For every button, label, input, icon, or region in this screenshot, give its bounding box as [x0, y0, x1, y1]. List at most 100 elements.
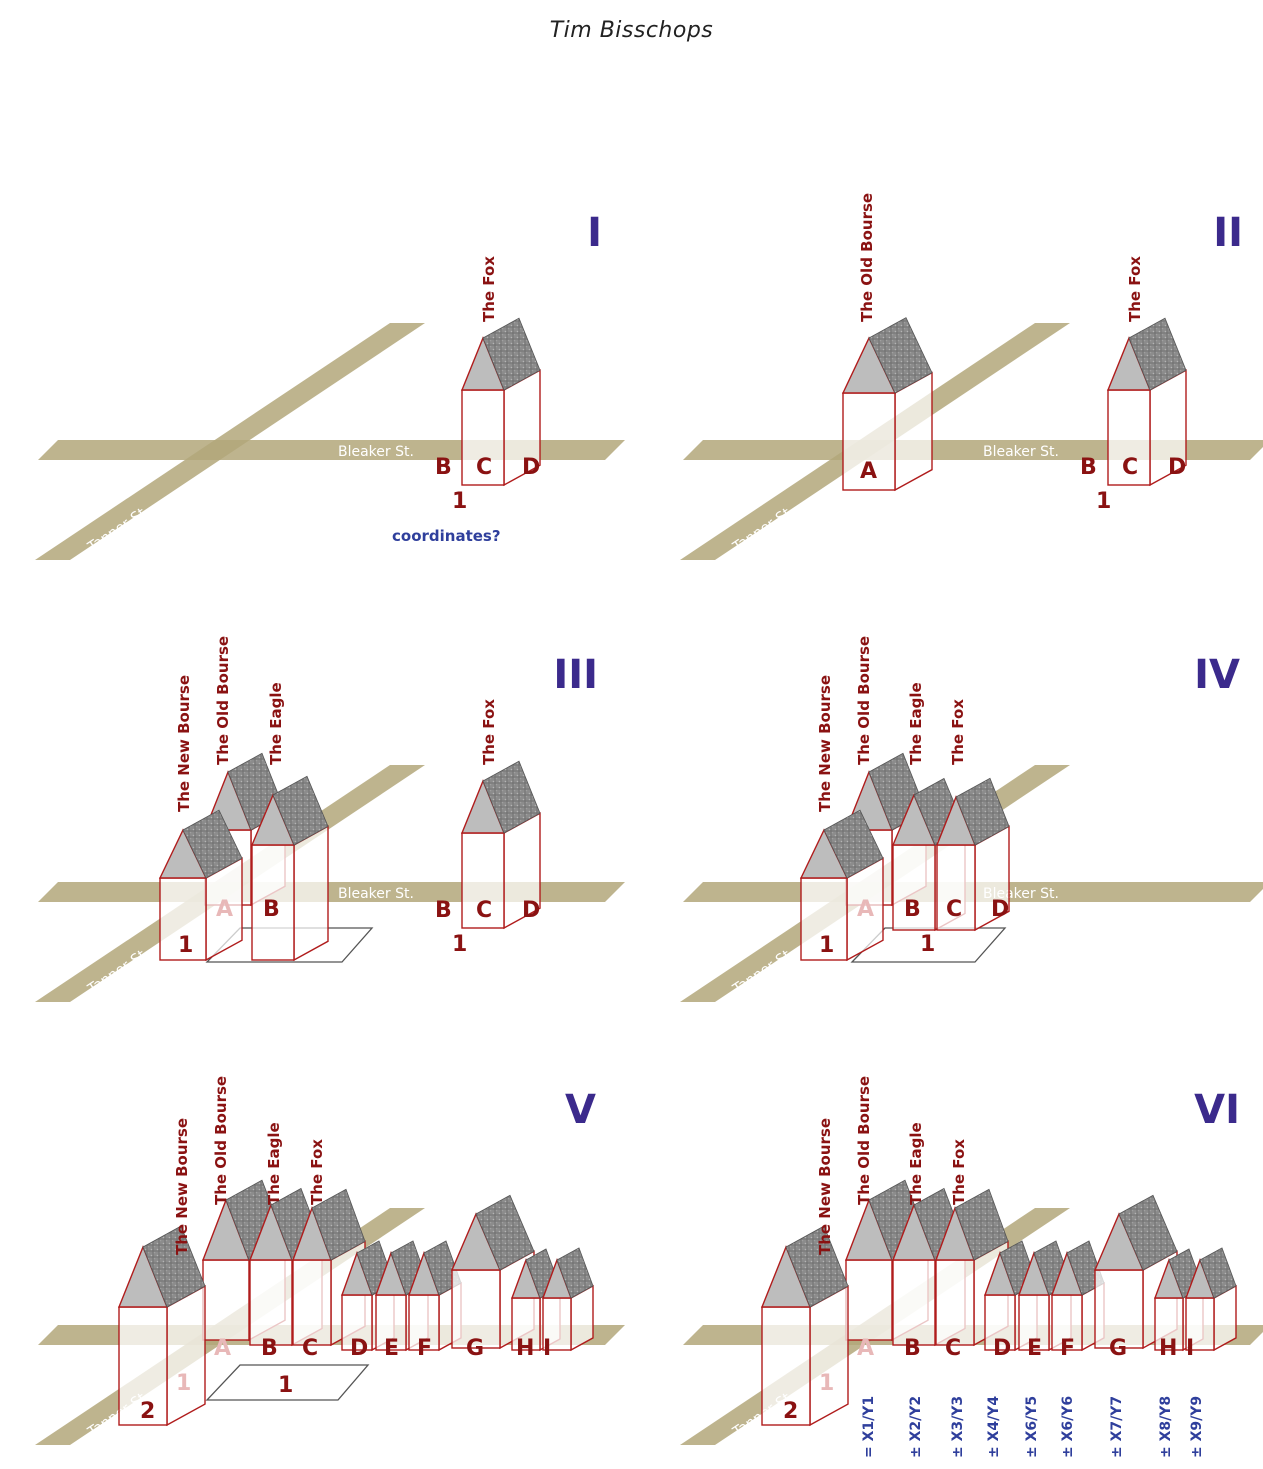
- lot-letter-g: G: [1109, 1336, 1127, 1361]
- building-the-fox: [460, 317, 541, 487]
- lot-letter-a: A: [857, 897, 874, 922]
- label-the-old-bourse: The Old Bourse: [858, 193, 876, 322]
- building-the-fox: [1106, 317, 1187, 487]
- building-the-new-bourse: [117, 1225, 206, 1427]
- panel-numeral: VI: [1194, 1087, 1240, 1133]
- label-the-old-bourse: The Old Bourse: [855, 636, 873, 765]
- building-the-new-bourse: [158, 809, 243, 962]
- side-wall: [293, 825, 329, 962]
- label-the-new-bourse: The New Bourse: [816, 675, 834, 812]
- panel-numeral: II: [1213, 210, 1243, 256]
- lot-letter-c: C: [302, 1336, 318, 1361]
- coordinates-question: coordinates?: [392, 527, 501, 545]
- panel-numeral: I: [587, 210, 602, 256]
- lot-letter-b: B: [904, 1336, 921, 1361]
- roof: [1118, 1194, 1178, 1271]
- label-the-old-bourse: The Old Bourse: [855, 1076, 873, 1205]
- lot-letter-h: H: [516, 1336, 534, 1361]
- label-the-eagle: The Eagle: [267, 682, 285, 765]
- label-the-eagle: The Eagle: [265, 1122, 283, 1205]
- label-the-old-bourse: The Old Bourse: [212, 1076, 230, 1205]
- lot-letter-i: I: [1186, 1336, 1194, 1361]
- lot-number-2: 1: [920, 932, 935, 957]
- roof: [182, 809, 243, 879]
- building-the-old-bourse: [841, 317, 933, 492]
- alley-label: alley: [383, 1386, 413, 1420]
- lot-letter-a: A: [857, 1336, 874, 1361]
- lot-letter-d: D: [993, 1336, 1011, 1361]
- building-the-new-bourse: [760, 1225, 849, 1427]
- coordinate-label-2: ± X2/Y2: [908, 1396, 924, 1458]
- front-wall: [800, 877, 848, 961]
- front-wall: [408, 1294, 440, 1351]
- lot-letter-i: I: [543, 1336, 551, 1361]
- author-heading: Tim Bisschops: [549, 18, 714, 43]
- front-wall: [159, 877, 207, 961]
- lot-letter-d: D: [522, 898, 540, 923]
- front-wall: [341, 1294, 373, 1351]
- front-wall: [1094, 1269, 1144, 1349]
- front-wall: [292, 1259, 332, 1346]
- roof: [556, 1247, 594, 1299]
- lot-number-fox: 1: [452, 932, 467, 957]
- lot-number: 1: [452, 489, 467, 514]
- lot-letter-g: G: [466, 1336, 484, 1361]
- lot-letter-f: F: [417, 1336, 432, 1361]
- label-the-eagle: The Eagle: [907, 682, 925, 765]
- lot-letter-d: D: [350, 1336, 368, 1361]
- lot-letter-c: C: [476, 898, 492, 923]
- front-wall: [542, 1297, 572, 1351]
- lot-letter-c: C: [1122, 455, 1138, 480]
- roof: [823, 809, 884, 879]
- front-wall: [251, 844, 295, 961]
- roof: [868, 317, 933, 394]
- coordinate-label-4: ± X4/Y4: [986, 1396, 1002, 1458]
- building-the-fox: [935, 777, 1010, 932]
- lot-letter-d: D: [1168, 455, 1186, 480]
- front-wall: [451, 1269, 501, 1349]
- panel-numeral: IV: [1194, 652, 1240, 698]
- panel-numeral: V: [565, 1087, 596, 1133]
- roof: [955, 777, 1010, 846]
- roof: [954, 1188, 1009, 1261]
- lot-number-2: 2: [783, 1399, 798, 1424]
- label-the-new-bourse: The New Bourse: [816, 1118, 834, 1255]
- lot-letter-b: B: [263, 897, 280, 922]
- front-wall: [461, 389, 505, 486]
- lot-letter-b: B: [904, 897, 921, 922]
- lot-number-faint: 1: [819, 1371, 834, 1396]
- roof: [272, 775, 329, 846]
- building-i: [1184, 1247, 1237, 1352]
- label-the-fox: The Fox: [950, 1139, 968, 1205]
- bleaker-street-label: Bleaker St.: [983, 444, 1059, 460]
- roof: [475, 1194, 535, 1271]
- building-i: [541, 1247, 594, 1352]
- label-the-fox: The Fox: [949, 699, 967, 765]
- front-wall: [511, 1297, 541, 1351]
- side-wall: [166, 1284, 206, 1427]
- label-the-eagle: The Eagle: [907, 1122, 925, 1205]
- panel-II: Bleaker St.Tanner St.The Old BourseAThe …: [680, 193, 1263, 560]
- lot-letter-b: B: [1080, 455, 1097, 480]
- coordinate-label-6: ± X6/Y6: [1060, 1396, 1076, 1458]
- front-wall: [892, 1259, 936, 1346]
- label-the-new-bourse: The New Bourse: [175, 675, 193, 812]
- lot-number-2: 2: [140, 1399, 155, 1424]
- roof: [311, 1188, 366, 1261]
- lot-letter-d: D: [522, 455, 540, 480]
- roof: [1128, 317, 1187, 391]
- label-the-new-bourse: The New Bourse: [173, 1118, 191, 1255]
- lot-letter-c: C: [945, 1336, 961, 1361]
- coordinate-label-3: ± X3/Y3: [950, 1396, 966, 1458]
- front-wall: [892, 844, 936, 931]
- coordinate-label-5: ± X6/Y5: [1024, 1396, 1040, 1458]
- front-wall: [845, 1259, 893, 1341]
- coordinate-label-8: ± X8/Y8: [1158, 1396, 1174, 1458]
- building-the-fox: [460, 760, 541, 930]
- lot-letter-c: C: [476, 455, 492, 480]
- front-wall: [761, 1306, 811, 1426]
- roof: [142, 1225, 206, 1308]
- label-the-fox: The Fox: [1126, 256, 1144, 322]
